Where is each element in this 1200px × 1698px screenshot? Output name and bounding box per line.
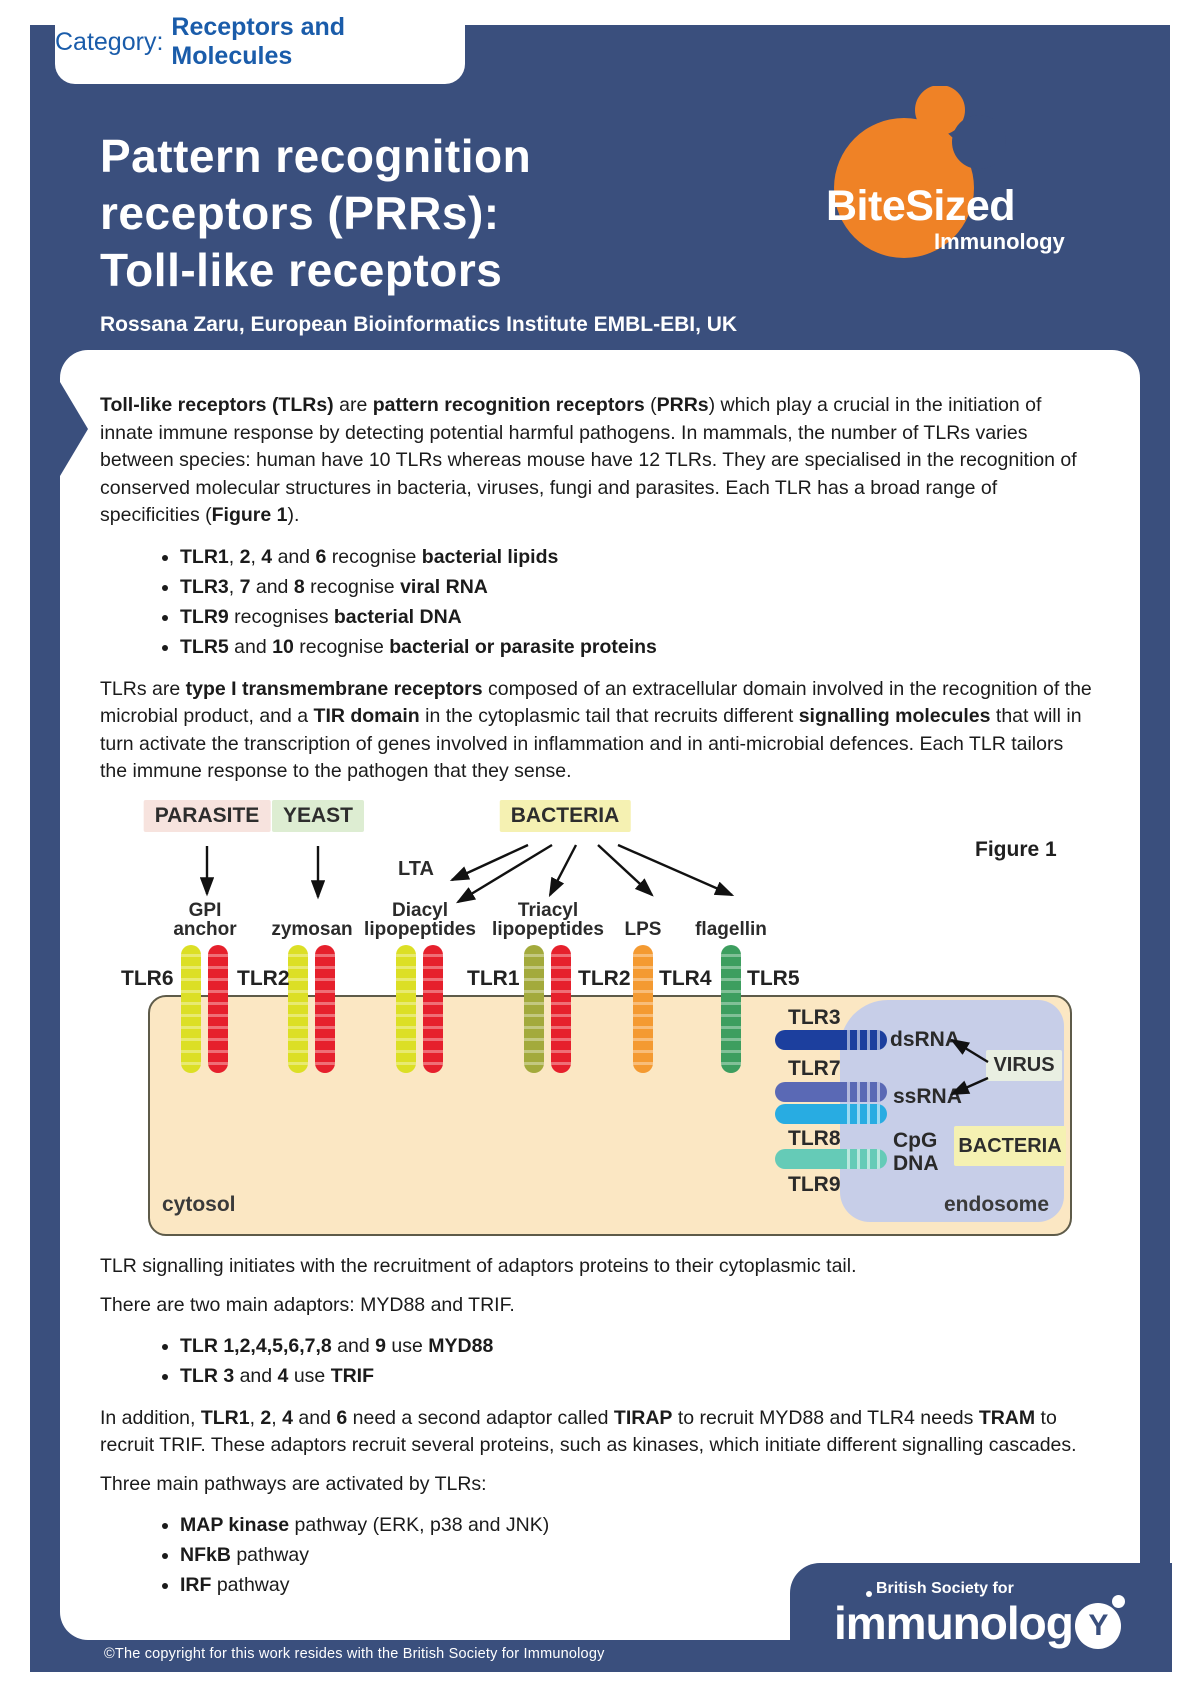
cytosol-label: cytosol [162,1193,236,1216]
receptor-bar-red [423,945,443,1073]
receptor-label-tlr6: TLR6 [121,967,174,990]
paragraph-signalling: TLR signalling initiates with the recrui… [100,1255,857,1277]
endosome-label: endosome [944,1193,1050,1216]
ligand-line: GPI [188,900,222,921]
receptor-segment [839,1149,887,1169]
pathway-list: MAP kinase pathway (ERK, p38 and JNK) NF… [100,1510,1092,1600]
logo-blob-icon [834,86,1006,258]
bsi-small-text: British Society for [876,1580,1014,1597]
logo-text-immunology: Immunology [934,229,1065,254]
receptor-bar-tlr1 [524,945,544,1073]
receptor-bar-tlr8 [775,1104,887,1124]
ligand-label-cpg-dna: CpG DNA [893,1129,939,1175]
paragraph-adaptors: There are two main adaptors: MYD88 and T… [100,1294,515,1316]
bsi-y-circle-icon: Y [1074,1595,1125,1649]
page-title-line: receptors (PRRs): [100,187,500,239]
receptor-bar-yellow [396,945,416,1073]
receptor-label-tlr2b: TLR2 [578,967,631,990]
receptor-bar-tlr9 [775,1149,887,1169]
ligand-label-lps: LPS [624,919,662,940]
ligand-line: lipopeptides [364,919,476,940]
bsi-y-letter: Y [1088,1609,1108,1642]
receptor-bar-tlr5 [721,945,741,1073]
receptor-bar-tlr3 [775,1030,887,1050]
figure-caption: Figure 1 [975,838,1057,861]
ligand-label-dsrna: dsRNA [890,1028,961,1051]
page-title-line: Toll-like receptors [100,244,503,296]
receptor-label-tlr3: TLR3 [788,1006,841,1029]
ligand-label-zymosan: zymosan [271,919,353,940]
category-label: Receptors and Molecules [171,13,346,70]
ligand-label-flagellin: flagellin [695,919,767,940]
ligand-line: Diacyl [392,900,448,921]
ligand-line: CpG [893,1129,938,1152]
bsi-wordmark: immunolog [834,1597,1074,1649]
ligand-label-gpi-anchor: GPI anchor [173,901,236,939]
category-box: Category: Receptors and Molecules [55,0,465,84]
article-bottom: TLR signalling initiates with the recrui… [100,1253,1092,1614]
paragraph-structure: TLRs are type I transmembrane receptors … [100,677,1092,783]
list-item: TLR 3 and 4 use TRIF [180,1361,1092,1391]
receptor-label-tlr2: TLR2 [237,967,290,990]
list-item: TLR9 recognises bacterial DNA [180,602,1092,632]
parasite-box: PARASITE [143,800,271,832]
bsi-logo: British Society for immunolog Y [790,1563,1172,1672]
list-item: IRF pathway [180,1570,1092,1600]
receptor-bar-red [315,945,335,1073]
receptor-bar-tlr6 [181,945,201,1073]
receptor-bar-tlr2 [208,945,228,1073]
receptor-segment [839,1082,887,1102]
paragraph-tirap-tram: In addition, TLR1, 2, 4 and 6 need a sec… [100,1407,1077,1456]
ligand-label-diacyl: Diacyl lipopeptides [364,901,476,939]
receptor-bar-tlr7 [775,1082,887,1102]
copyright-text: ©The copyright for this work resides wit… [104,1646,605,1662]
adaptor-usage-list: TLR 1,2,4,5,6,7,8 and 9 use MYD88 TLR 3 … [100,1331,1092,1391]
tlr-specificity-list: TLR1, 2, 4 and 6 recognise bacterial lip… [100,542,1092,662]
receptor-bar-yellow [288,945,308,1073]
virus-box: VIRUS [986,1050,1062,1081]
page-title-line: Pattern recognition [100,130,532,182]
yeast-box: YEAST [271,800,365,832]
ligand-line: Triacyl [517,900,579,921]
paragraph-pathways: Three main pathways are activated by TLR… [100,1473,487,1495]
list-item: TLR 1,2,4,5,6,7,8 and 9 use MYD88 [180,1331,1092,1361]
receptor-label-tlr8: TLR8 [788,1127,841,1150]
ligand-label-triacyl: Triacyl lipopeptides [492,901,604,939]
paragraph-intro: Toll-like receptors (TLRs) are pattern r… [100,394,1077,526]
receptor-label-tlr9: TLR9 [788,1173,841,1196]
bsi-dot-icon [866,1591,872,1597]
ligand-label-ssrna: ssRNA [893,1085,962,1108]
ligand-line: lipopeptides [492,919,604,940]
logo-text-bitesized: BiteSized [826,182,1016,230]
receptor-label-tlr4: TLR4 [659,967,712,990]
article-top: Toll-like receptors (TLRs) are pattern r… [100,392,1092,798]
list-item: MAP kinase pathway (ERK, p38 and JNK) [180,1510,1092,1540]
receptor-segment [839,1104,887,1124]
receptor-label-tlr1: TLR1 [467,967,520,990]
receptor-label-tlr5: TLR5 [747,967,800,990]
ligand-label-lta: LTA [398,858,434,880]
bacteria-box: BACTERIA [499,800,631,832]
list-item: TLR3, 7 and 8 recognise viral RNA [180,572,1092,602]
bsi-main-text: immunolog Y [834,1595,1125,1650]
author-line: Rossana Zaru, European Bioinformatics In… [100,313,738,336]
list-item: TLR1, 2, 4 and 6 recognise bacterial lip… [180,542,1092,572]
ligand-line: anchor [173,919,237,940]
bsi-y-dot-icon [1111,1595,1125,1608]
list-item: NFkB pathway [180,1540,1092,1570]
receptor-label-tlr7: TLR7 [788,1057,841,1080]
bacteria-endosome-box: BACTERIA [954,1126,1066,1166]
ligand-line: DNA [893,1152,939,1175]
category-prefix: Category: [55,27,164,56]
receptor-bar-tlr2b [551,945,571,1073]
bitesized-logo: BiteSized Immunology [816,86,1086,261]
receptor-segment [839,1030,887,1050]
receptor-bar-tlr4 [633,945,653,1073]
page-title: Pattern recognition receptors (PRRs): To… [100,128,531,299]
list-item: TLR5 and 10 recognise bacterial or paras… [180,632,1092,662]
